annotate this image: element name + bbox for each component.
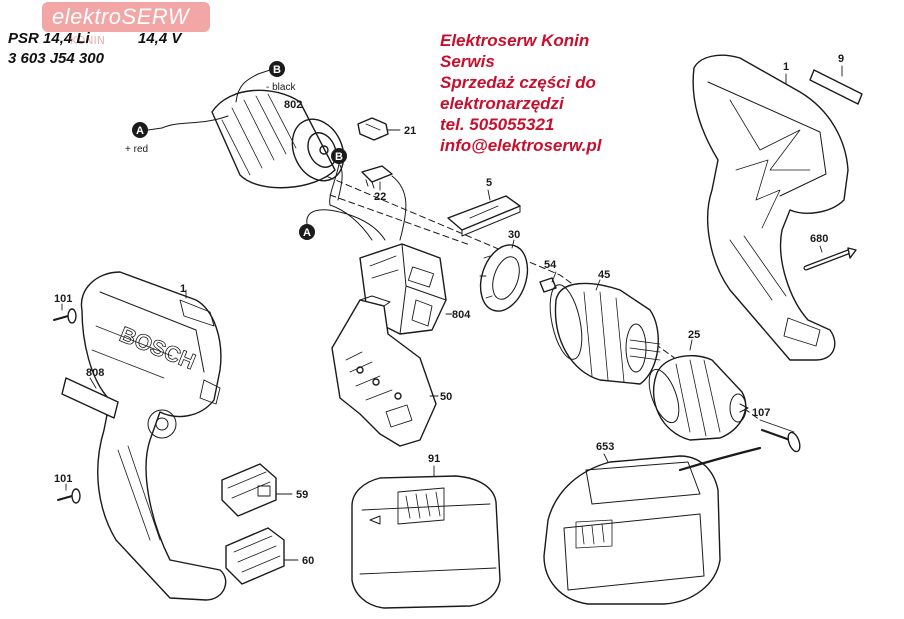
label-9: 9: [838, 53, 844, 65]
part-107-screw: [759, 419, 801, 453]
battery-pack-91: [351, 465, 501, 609]
marker-b-label: B: [273, 64, 281, 76]
label-5: 5: [486, 177, 492, 189]
label-1-right: 1: [783, 61, 789, 73]
label-107: 107: [752, 407, 770, 419]
pcb-50: [331, 295, 437, 447]
logo-text: elektroSERW: [52, 4, 190, 29]
marker-b-middle-label: B: [335, 151, 343, 163]
part-5-rocker: [447, 189, 521, 237]
label-680: 680: [810, 233, 828, 245]
label-1-left: 1: [180, 283, 186, 295]
label-45: 45: [598, 269, 610, 281]
model-voltage: 14,4 V: [138, 30, 182, 47]
label-50: 50: [440, 391, 452, 403]
label-101-bottom: 101: [54, 473, 72, 485]
dealer-line-phone[interactable]: tel. 505055321: [440, 115, 555, 134]
label-25: 25: [688, 329, 700, 341]
part-21-knob: [357, 117, 401, 141]
label-22: 22: [374, 191, 386, 203]
dealer-line-email[interactable]: info@elektroserw.pl: [440, 136, 602, 155]
label-54: 54: [544, 259, 557, 271]
wire-marker-a-lower: A: [299, 175, 407, 241]
part-54-screw: [539, 271, 557, 293]
wire-marker-b-top: B - black: [257, 61, 296, 93]
label-60: 60: [302, 555, 314, 567]
part-number-labels: 1 1 5 9 21 22 25 30 45 50 54 59 60 91 10…: [54, 53, 844, 567]
part-808-label: [61, 377, 119, 419]
part-22-contact: [361, 165, 393, 191]
label-30: 30: [508, 229, 520, 241]
label-653: 653: [596, 441, 614, 453]
part-45-gearbox: [549, 279, 661, 385]
dealer-line-service: Serwis: [440, 52, 495, 71]
motor-802: [161, 73, 345, 201]
elektroserw-logo: elektroSERW: [42, 2, 210, 32]
label-804: 804: [452, 309, 471, 321]
wire-marker-a-left: A + red: [125, 122, 163, 155]
label-808: 808: [86, 367, 104, 379]
label-91: 91: [428, 453, 440, 465]
dealer-info: Elektroserw Konin Serwis Sprzedaż części…: [440, 30, 601, 156]
dealer-line-tools: elektronarzędzi: [440, 94, 564, 113]
part-9-strip: [809, 65, 863, 105]
black-wire-label: - black: [266, 82, 296, 93]
housing-right-1: [692, 54, 849, 361]
label-21: 21: [404, 125, 416, 137]
red-wire-label: + red: [125, 144, 148, 155]
model-part-number: 3 603 J54 300: [8, 50, 104, 67]
model-name: PSR 14,4 Li: [8, 30, 90, 47]
dealer-line-name: Elektroserw Konin: [440, 31, 590, 50]
marker-a-label: A: [136, 125, 144, 137]
dealer-line-sales: Sprzedaż części do: [440, 73, 596, 92]
part-25-chuck: [648, 339, 749, 441]
logo-subtext: KONIN: [70, 34, 105, 47]
charger-653: [543, 446, 762, 605]
marker-a-lower-label: A: [303, 227, 311, 239]
label-59: 59: [296, 489, 308, 501]
part-59-contact: [221, 463, 293, 517]
part-680-bit: [803, 245, 857, 271]
screw-101-top: [53, 303, 77, 324]
wire-marker-b-middle: B: [329, 148, 347, 206]
part-60-contact: [225, 527, 299, 585]
label-101-top: 101: [54, 293, 72, 305]
part-30-ring: [479, 239, 529, 312]
assembly-axis: [299, 164, 761, 421]
screw-101-bottom: [57, 483, 81, 504]
housing-left-1: BOSCH: [80, 271, 227, 601]
label-802: 802: [284, 99, 302, 111]
